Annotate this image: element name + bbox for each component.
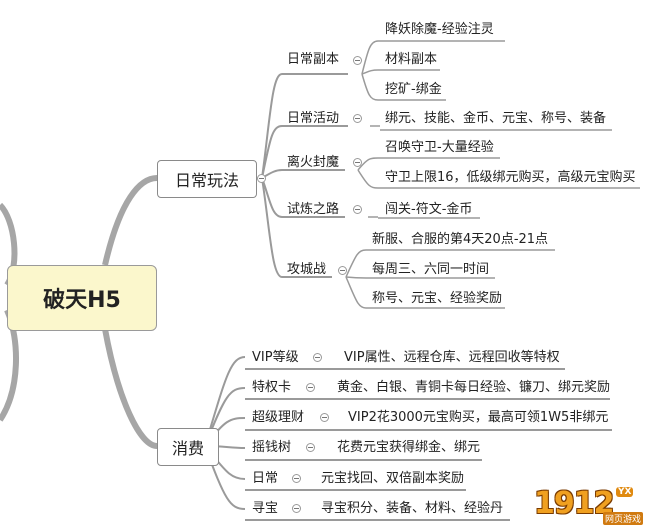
branch-spend-node[interactable]: 消费 [157,428,219,466]
daily-leaf-label[interactable]: 挖矿-绑金 [385,82,442,97]
spend-node-collapse-icon[interactable] [306,383,315,392]
spend-node-label[interactable]: 特权卡 [252,380,292,395]
spend-detail-label[interactable]: 元宝找回、双倍副本奖励 [321,471,465,486]
daily-leaf-label[interactable]: 闯关-符文-金币 [385,202,473,217]
daily-node-collapse-icon[interactable] [353,205,362,214]
connector-root-daily [102,175,158,266]
spend-node-label[interactable]: 摇钱树 [252,440,292,455]
logo-subtitle: 网页游戏 [603,512,644,525]
connector-root-spend [102,328,158,449]
daily-node-label[interactable]: 日常活动 [287,111,340,126]
daily-node-collapse-icon[interactable] [353,56,362,65]
branch-spend-label: 消费 [171,439,204,458]
daily-leaf-label[interactable]: 召唤守卫-大量经验 [385,140,494,155]
root-label: 破天H5 [43,288,121,313]
spend-node-collapse-icon[interactable] [306,443,315,452]
daily-leaf-label[interactable]: 绑元、技能、金币、元宝、称号、装备 [385,111,607,126]
daily-leaf-label[interactable]: 称号、元宝、经验奖励 [372,291,503,306]
daily-leaf-label[interactable]: 新服、合服的第4天20点-21点 [372,232,549,247]
daily-leaf-label[interactable]: 守卫上限16，低级绑元购买，高级元宝购买 [385,170,636,185]
daily-node-collapse-icon[interactable] [353,158,362,167]
daily-node-collapse-icon[interactable] [353,114,362,123]
branch-daily-node[interactable]: 日常玩法 [157,160,257,198]
branch-daily-collapse-icon[interactable] [257,174,266,183]
daily-node-label[interactable]: 日常副本 [287,52,340,67]
spend-node-collapse-icon[interactable] [320,413,329,422]
daily-leaf-label[interactable]: 降妖除魔-经验注灵 [385,22,494,37]
daily-leaf-label[interactable]: 材料副本 [385,52,438,67]
logo-badge: YX [616,487,634,497]
spend-node-collapse-icon[interactable] [292,474,301,483]
daily-node-label[interactable]: 离火封魔 [287,155,340,170]
spend-node-collapse-icon[interactable] [292,504,301,513]
spend-detail-label[interactable]: 花费元宝获得绑金、绑元 [337,440,481,455]
daily-leaf-label[interactable]: 每周三、六同一时间 [372,262,490,277]
root-node[interactable]: 破天H5 [7,265,157,331]
spend-node-label[interactable]: 超级理财 [252,410,305,425]
daily-node-label[interactable]: 攻城战 [287,262,327,277]
spend-node-collapse-icon[interactable] [313,353,322,362]
spend-detail-label[interactable]: 寻宝积分、装备、材料、经验丹 [321,501,504,516]
spend-detail-label[interactable]: 黄金、白银、青铜卡每日经验、镰刀、绑元奖励 [337,380,611,395]
site-logo: 1912 YX 网页游戏 [534,486,644,526]
spend-node-label[interactable]: VIP等级 [252,350,299,365]
branch-daily-label: 日常玩法 [174,171,239,190]
daily-node-label[interactable]: 试炼之路 [287,202,340,217]
spend-node-label[interactable]: 日常 [252,471,279,486]
daily-node-collapse-icon[interactable] [338,266,347,275]
spend-detail-label[interactable]: VIP2花3000元宝购买，最高可领1W5非绑元 [348,410,609,425]
spend-node-label[interactable]: 寻宝 [252,501,279,516]
logo-number: 1912 [534,486,614,521]
spend-detail-label[interactable]: VIP属性、远程仓库、远程回收等特权 [344,350,560,365]
